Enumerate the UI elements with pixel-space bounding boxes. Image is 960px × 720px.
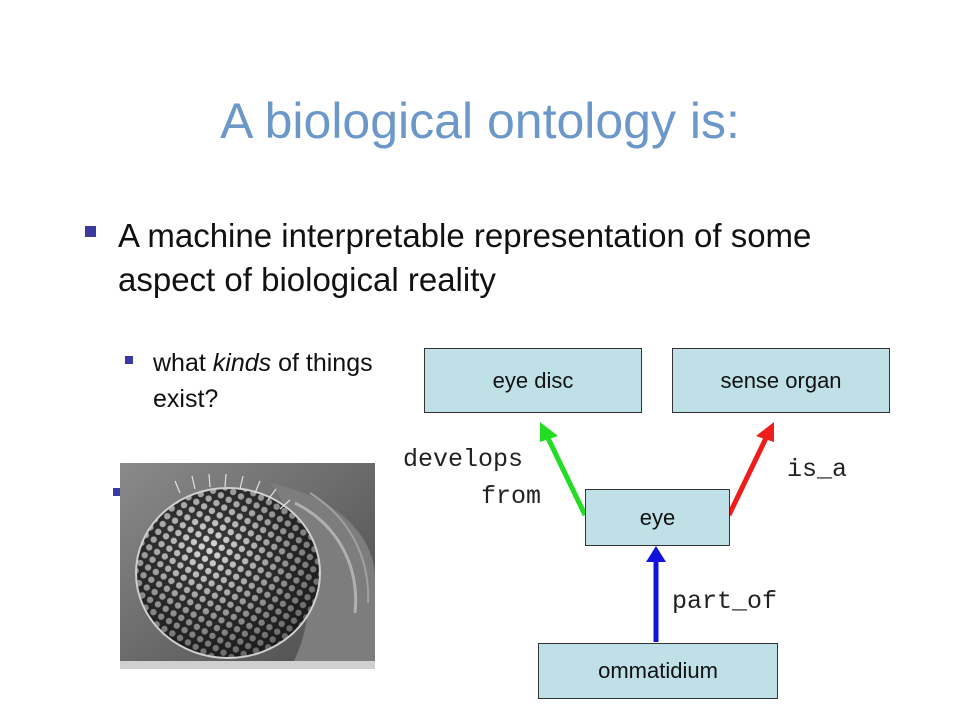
label-part-of: part_of — [672, 587, 777, 616]
is-a-arrow — [729, 436, 767, 515]
node-eye-disc: eye disc — [424, 348, 642, 413]
label-from: from — [481, 482, 541, 511]
is-a-arrowhead — [756, 422, 774, 442]
develops-from-arrow — [547, 436, 585, 515]
develops-from-arrowhead — [540, 422, 558, 442]
label-is-a: is_a — [787, 455, 847, 484]
node-sense-organ: sense organ — [672, 348, 890, 413]
node-ommatidium: ommatidium — [538, 643, 778, 699]
node-eye: eye — [585, 489, 730, 546]
part-of-arrowhead — [646, 546, 666, 562]
label-develops: develops — [403, 445, 523, 474]
